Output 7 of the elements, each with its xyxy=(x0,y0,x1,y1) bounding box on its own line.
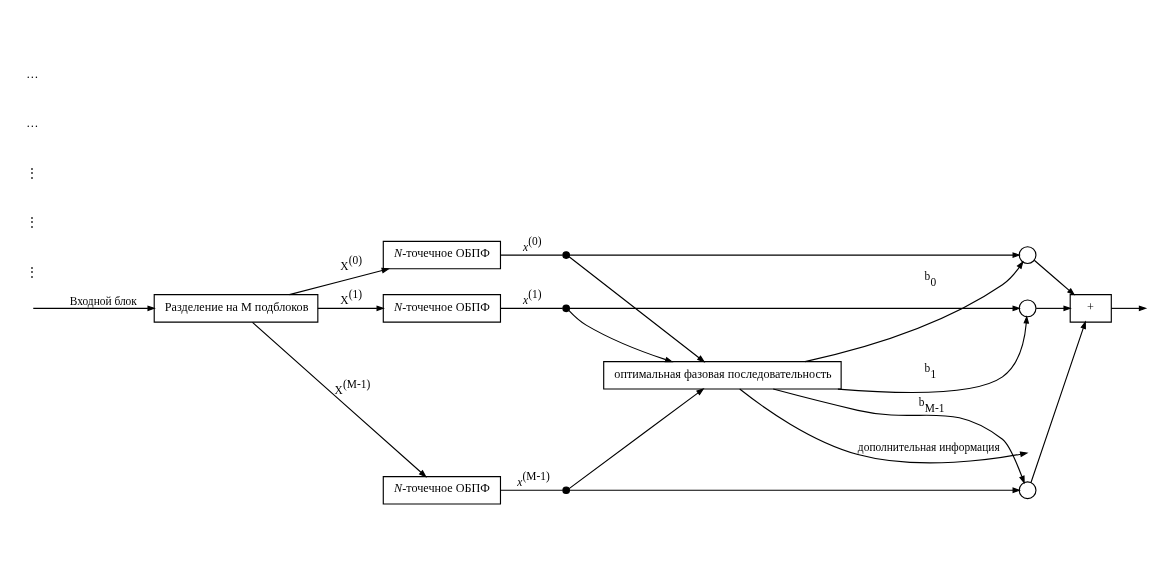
label: … xyxy=(26,116,39,131)
label: ⋮ xyxy=(26,165,39,180)
edge-label: дополнительная информация xyxy=(857,440,1000,453)
label: ⋮ xyxy=(26,264,39,279)
edge-label: Входной блок xyxy=(69,294,137,307)
label: … xyxy=(26,66,39,81)
label: ⋮ xyxy=(26,215,39,230)
